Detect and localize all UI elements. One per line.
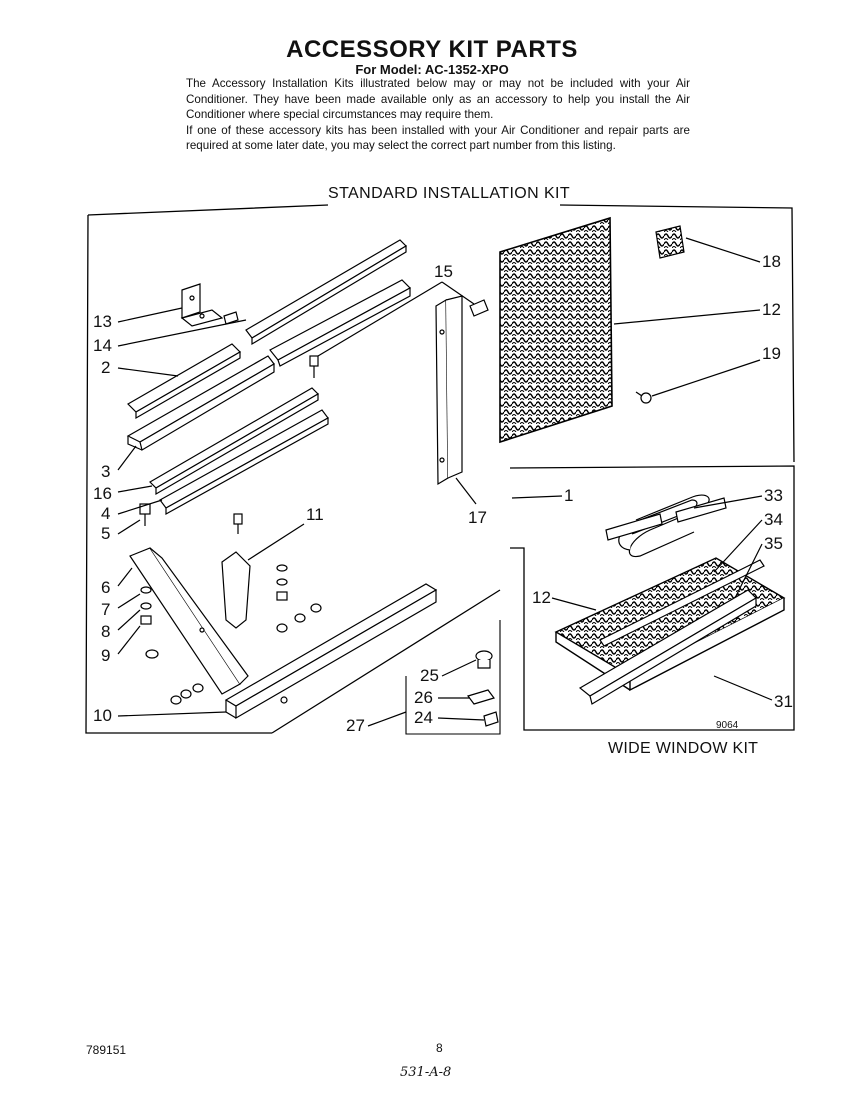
callout-1: 1 — [564, 486, 574, 505]
post-part-17 — [435, 295, 463, 486]
block-part-18 — [655, 225, 685, 259]
callout-18: 18 — [762, 252, 781, 271]
callout-19: 19 — [762, 344, 781, 363]
callout-34: 34 — [764, 510, 783, 529]
callout-12-wide: 12 — [532, 588, 551, 607]
page-number: 8 — [436, 1041, 443, 1055]
callout-13: 13 — [93, 312, 112, 331]
callout-25: 25 — [420, 666, 439, 685]
wide-kit-frame — [509, 465, 795, 731]
channel-part-3 — [126, 355, 275, 451]
screw-part — [309, 355, 319, 378]
doc-number: 789151 — [86, 1043, 127, 1057]
leader-lines — [117, 237, 773, 727]
callout-24: 24 — [414, 708, 433, 727]
handwritten-code: 531-A-8 — [400, 1065, 452, 1080]
callout-12: 12 — [762, 300, 781, 319]
callout-5: 5 — [101, 524, 111, 543]
callout-17: 17 — [468, 508, 487, 527]
callout-27: 27 — [346, 716, 365, 735]
drawing-code: 9064 — [716, 720, 739, 731]
wide-panel-part-12 — [554, 557, 786, 692]
callout-9: 9 — [101, 646, 111, 665]
callout-15: 15 — [434, 262, 453, 281]
standard-kit-frame — [85, 204, 795, 734]
callout-35: 35 — [764, 534, 783, 553]
brace-part-6 — [129, 547, 249, 695]
rail-part-2 — [127, 343, 241, 420]
callout-26: 26 — [414, 688, 433, 707]
callout-10: 10 — [93, 706, 112, 725]
callout-8: 8 — [101, 622, 111, 641]
intro-paragraph-1: The Accessory Installation Kits illustra… — [186, 77, 690, 122]
bracket-part — [180, 283, 224, 327]
hardware-parts — [140, 586, 204, 705]
callout-16: 16 — [93, 484, 112, 503]
bottom-rail-part-10 — [224, 583, 438, 720]
page-title: ACCESSORY KIT PARTS — [286, 36, 578, 63]
filter-panel-part-12 — [499, 216, 613, 444]
callout-14: 14 — [93, 336, 112, 355]
callout-3: 3 — [101, 462, 111, 481]
callout-4: 4 — [101, 504, 111, 523]
rail-part-31 — [578, 559, 765, 705]
wide-kit-heading: WIDE WINDOW KIT — [608, 740, 759, 757]
bracket-part-11 — [221, 513, 322, 633]
screw-part — [223, 311, 239, 325]
screw-part-5 — [139, 503, 151, 526]
hardware-group-frame — [405, 620, 501, 735]
intro-text: The Accessory Installation Kits illustra… — [186, 76, 690, 154]
callout-11: 11 — [306, 505, 324, 524]
callout-33: 33 — [764, 486, 783, 505]
model-line: For Model: AC-1352-XPO — [355, 62, 509, 77]
top-rail-part — [245, 239, 411, 367]
small-hardware-parts — [467, 650, 499, 727]
screw-part — [469, 299, 489, 317]
screw-part-19 — [635, 391, 652, 404]
standard-kit-heading: STANDARD INSTALLATION KIT — [328, 185, 571, 202]
intro-paragraph-2: If one of these accessory kits has been … — [186, 123, 690, 153]
callout-7: 7 — [101, 600, 111, 619]
callout-31: 31 — [774, 692, 793, 711]
callout-6: 6 — [101, 578, 111, 597]
callout-2: 2 — [101, 358, 111, 377]
rail-part-16 — [149, 387, 329, 516]
